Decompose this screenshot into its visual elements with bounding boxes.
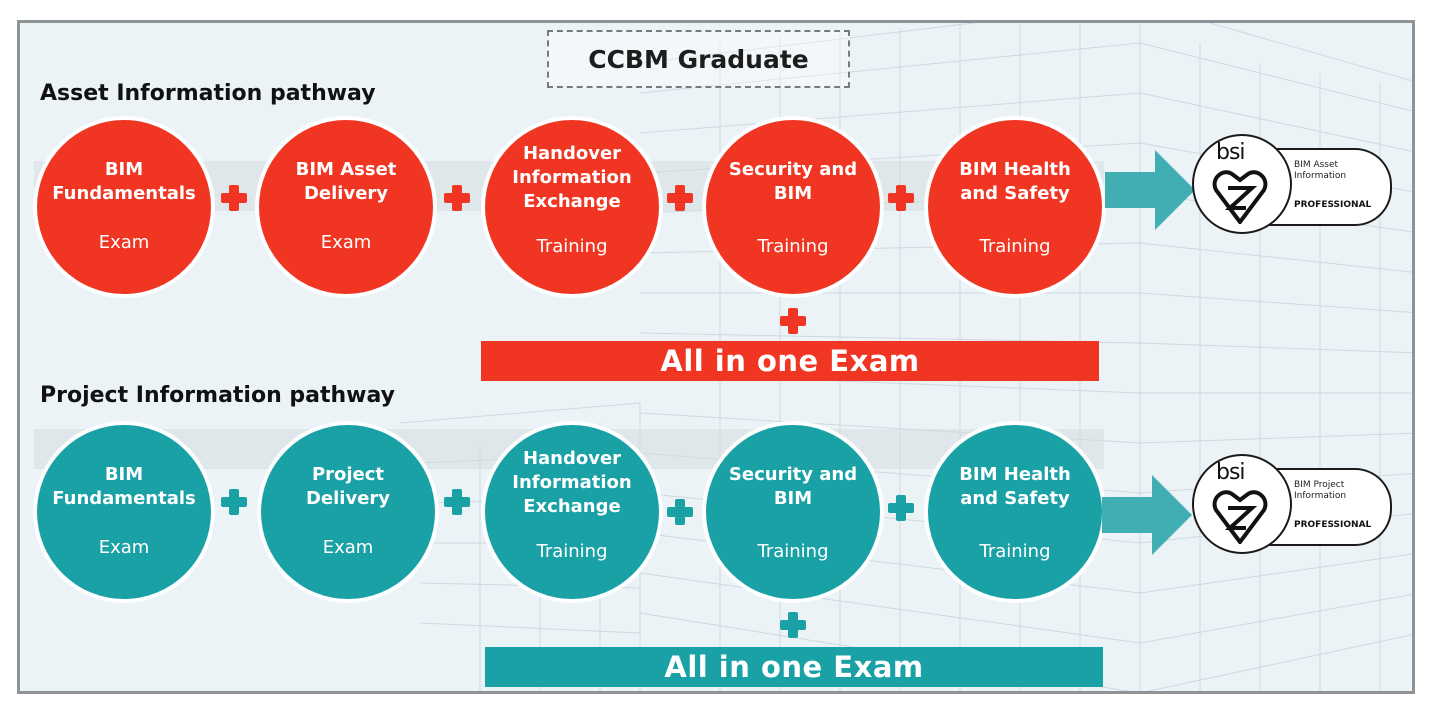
plus-icon: [780, 308, 806, 334]
badge-level: PROFESSIONAL: [1294, 520, 1372, 530]
module-type: Training: [757, 236, 829, 257]
module-type: Exam: [98, 537, 150, 558]
plus-icon: [667, 185, 693, 211]
asset-all-in-one-exam-bar: All in one Exam: [481, 341, 1099, 381]
module-type: Training: [536, 541, 608, 562]
module-type: Training: [757, 541, 829, 562]
kitemark-icon: [1212, 170, 1268, 224]
asset-module-bim-health-and-safety: BIM Health and Safety Training: [928, 120, 1102, 294]
bsi-logo-text: bsi: [1216, 140, 1246, 165]
module-title: Handover Information Exchange: [512, 143, 632, 212]
project-module-security-and-bim: Security and BIM Training: [706, 425, 880, 599]
badge-line-1: BIM Asset: [1294, 160, 1339, 170]
asset-pathway-title: Asset Information pathway: [40, 81, 376, 106]
module-title: Security and BIM: [728, 159, 858, 204]
project-module-project-delivery: Project Delivery Exam: [261, 425, 435, 599]
plus-icon: [888, 185, 914, 211]
badge-line-2: Information: [1294, 171, 1347, 181]
module-type: Exam: [322, 537, 374, 558]
project-pathway-title: Project Information pathway: [40, 383, 396, 408]
plus-icon: [667, 499, 693, 525]
asset-arrow-icon: [1105, 150, 1195, 230]
plus-icon: [444, 489, 470, 515]
badge-line-1: BIM Project: [1294, 480, 1345, 490]
module-title: Handover Information Exchange: [512, 448, 632, 517]
asset-module-bim-asset-delivery: BIM Asset Delivery Exam: [259, 120, 433, 294]
module-title: BIM Health and Safety: [959, 159, 1071, 204]
project-all-in-one-exam-bar: All in one Exam: [485, 647, 1103, 687]
badge-logo-circle: [1192, 134, 1292, 234]
project-arrow-icon: [1102, 475, 1192, 555]
module-title: BIM Fundamentals: [52, 464, 196, 509]
project-module-bim-health-and-safety: BIM Health and Safety Training: [928, 425, 1102, 599]
asset-module-bim-fundamentals: BIM Fundamentals Exam: [37, 120, 211, 294]
plus-icon: [221, 185, 247, 211]
plus-icon: [888, 495, 914, 521]
badge-level: PROFESSIONAL: [1294, 200, 1372, 210]
module-title: Security and BIM: [728, 464, 858, 509]
asset-module-security-and-bim: Security and BIM Training: [706, 120, 880, 294]
module-title: Project Delivery: [305, 464, 391, 509]
plus-icon: [444, 185, 470, 211]
badge-line-2: Information: [1294, 491, 1347, 501]
ccbm-graduate-label: CCBM Graduate: [547, 30, 850, 88]
diagram-frame: CCBM Graduate Asset Information pathway …: [17, 20, 1415, 694]
project-module-handover-information-exchange: Handover Information Exchange Training: [485, 425, 659, 599]
module-title: BIM Asset Delivery: [295, 159, 397, 204]
module-type: Training: [536, 236, 608, 257]
module-type: Exam: [320, 232, 372, 253]
plus-icon: [221, 489, 247, 515]
bsi-logo-text: bsi: [1216, 460, 1246, 485]
kitemark-icon: [1212, 490, 1268, 544]
module-type: Exam: [98, 232, 150, 253]
asset-module-handover-information-exchange: Handover Information Exchange Training: [485, 120, 659, 294]
module-title: BIM Health and Safety: [959, 464, 1071, 509]
asset-bsi-badge: bsi BIM Asset Information PROFESSIONAL: [1192, 134, 1402, 234]
module-title: BIM Fundamentals: [52, 159, 196, 204]
project-bsi-badge: bsi BIM Project Information PROFESSIONAL: [1192, 454, 1402, 554]
project-module-bim-fundamentals: BIM Fundamentals Exam: [37, 425, 211, 599]
module-type: Training: [979, 236, 1051, 257]
plus-icon: [780, 612, 806, 638]
module-type: Training: [979, 541, 1051, 562]
